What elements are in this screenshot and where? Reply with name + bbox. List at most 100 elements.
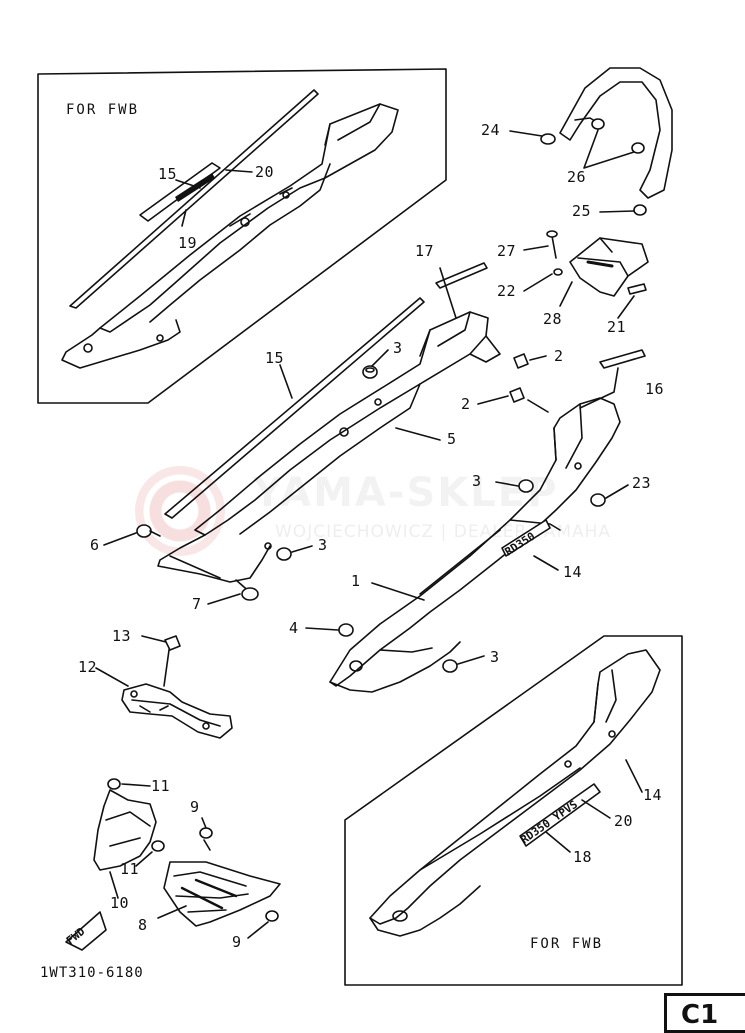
grab-bar-bolt-24 [540,133,556,145]
callout-3: 3 [393,339,403,357]
leader-26 [583,129,635,169]
grommet-3a [362,365,378,379]
leader-28 [559,281,573,307]
fwd-arrow: FWD [64,911,107,951]
page-tag: C1 [664,993,745,1033]
leader-10 [109,871,119,899]
watermark-title: YAMA-SKLEP [253,470,559,516]
callout-16: 16 [645,380,665,398]
grommet-9b [265,910,279,922]
nut-3d [442,659,458,673]
callout-11: 11 [120,860,140,878]
grommet-3b [276,547,292,561]
inset-bottom-frame [344,635,683,986]
callout-3: 3 [490,648,500,666]
callout-28: 28 [543,310,563,328]
stripe-16 [599,349,646,369]
leader-17 [439,267,457,319]
inset-cover-badge-text: RD350 YPVS [518,798,580,847]
callout-9: 9 [190,798,200,816]
leader-13 [141,635,167,643]
inset-bottom-side-cover: RD350 YPVS [369,649,661,937]
leader-11a [121,783,151,787]
inset-top-side-cover [61,103,399,369]
collar-6 [136,524,161,538]
leader-6 [103,532,137,546]
leader-22 [523,273,553,292]
damper-2a [513,353,529,369]
leader-27 [523,245,549,251]
grommet-4 [338,623,354,637]
leader-25 [599,210,635,213]
leader-21 [617,295,635,319]
grab-bar-bolt-26b [631,142,645,154]
callout-14: 14 [563,563,583,581]
collar-23 [590,493,606,507]
pad-21 [627,283,647,295]
callout-23: 23 [632,474,652,492]
callout-6: 6 [90,536,100,554]
leader-14a [533,555,559,571]
watermark: YAMA-SKLEP WOJCIECHOWICZ | DEALER YAMAHA [135,466,655,556]
callout-22: 22 [497,282,517,300]
callout-25: 25 [572,202,592,220]
leader-18 [545,831,571,853]
callout-15: 15 [265,349,285,367]
callout-9: 9 [232,933,242,951]
inset-top-frame [37,68,447,404]
bolt-7 [235,579,259,601]
grab-bar-bolt-26a [591,118,605,130]
leader-20a [225,169,253,173]
washer-22 [553,268,563,276]
grommet-11b [151,840,165,852]
leader-3c [291,545,313,553]
stripe-15 [164,297,425,519]
side-cover-right-1: RD350 [329,397,621,693]
leader-15a [175,179,201,189]
leader-1 [371,582,425,601]
leader-15b [279,364,293,399]
leader-3d [457,655,485,665]
callout-5: 5 [447,430,457,448]
inset-top-decal-bar [175,173,215,202]
callout-7: 7 [192,595,202,613]
damper-2b [509,387,525,403]
callout-21: 21 [607,318,627,336]
callout-27: 27 [497,242,517,260]
callout-15: 15 [158,165,178,183]
inset-top-decal-19 [139,162,221,222]
leader-9b [247,921,269,939]
leader-2b [477,395,549,413]
callout-13: 13 [112,627,132,645]
leader-5 [395,427,441,441]
leader-23 [605,484,629,499]
callout-3: 3 [472,472,482,490]
callout-18: 18 [573,848,593,866]
callout-26: 26 [567,168,587,186]
bolt-13 [163,635,181,687]
grab-bar-bolt-25 [633,204,647,216]
inset-top-stripe [69,89,319,309]
grommet-3-right [518,479,534,493]
leader-11b [135,851,153,867]
bolt-27 [546,230,558,259]
leader-3a [371,349,389,367]
callout-17: 17 [415,242,435,260]
inset-top-caption: FOR FWB [66,102,140,118]
callout-2: 2 [554,347,564,365]
callout-2: 2 [461,395,471,413]
leader-8 [157,905,187,919]
cover-badge-text: RD350 [503,530,538,559]
callout-12: 12 [78,658,98,676]
callout-24: 24 [481,121,501,139]
callout-3: 3 [318,536,328,554]
leader-9a [203,839,211,851]
decal-17 [435,262,488,289]
leader-12 [95,667,129,687]
leader-20b [581,799,611,819]
bracket-12 [121,683,233,739]
leader-2a [529,355,547,361]
callout-4: 4 [289,619,299,637]
leader-16 [579,367,619,409]
